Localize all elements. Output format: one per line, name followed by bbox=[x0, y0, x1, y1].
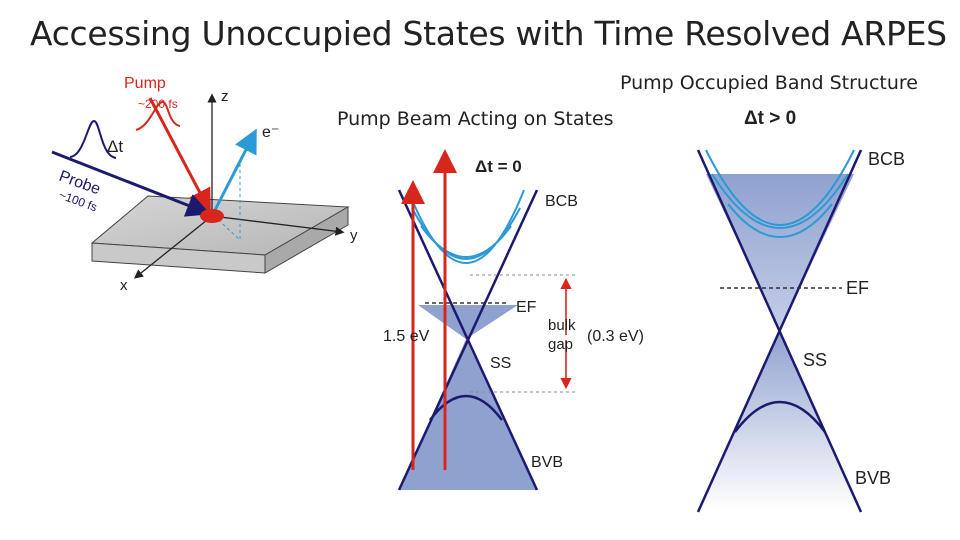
axis-z-label: z bbox=[221, 88, 229, 105]
pump-label: Pump bbox=[124, 75, 166, 92]
probe-pulse-icon bbox=[69, 119, 117, 159]
delay-zero-label: Δt = 0 bbox=[475, 157, 522, 176]
probe-beam-arrow bbox=[51, 150, 211, 217]
y-axis bbox=[211, 215, 345, 236]
ef-label-right: EF bbox=[846, 278, 869, 298]
bcb-curve-inner-right bbox=[727, 203, 833, 238]
bvb-label-right: BVB bbox=[855, 468, 891, 488]
caption-pump-beam: Pump Beam Acting on States bbox=[337, 108, 614, 130]
axis-x-label: x bbox=[120, 277, 128, 294]
electron-arrow bbox=[212, 128, 257, 213]
setup-diagram: z y x Pump ~200 fs Δt Probe ~100 fs e⁻ bbox=[51, 75, 358, 294]
pump-pulse-icon bbox=[135, 101, 181, 131]
occupied-fill-valence bbox=[700, 330, 859, 510]
delay-label: Δt bbox=[107, 137, 123, 156]
bcb-curve-mid-right bbox=[711, 173, 849, 229]
pump-duration: ~200 fs bbox=[138, 97, 178, 111]
bulk-gap-label-2: gap bbox=[548, 336, 573, 353]
bulk-gap-value: (0.3 eV) bbox=[587, 328, 644, 345]
ss-label-left: SS bbox=[490, 355, 511, 372]
ss-label-right: SS bbox=[803, 350, 827, 370]
x-axis bbox=[133, 215, 213, 279]
bcb-label-left: BCB bbox=[545, 193, 578, 210]
occupied-fill-left bbox=[399, 305, 537, 490]
delay-positive-label: Δt > 0 bbox=[744, 108, 796, 129]
bvb-label-left: BVB bbox=[531, 454, 563, 471]
band-diagram-right: Δt > 0 BCB EF SS BVB bbox=[696, 108, 905, 513]
electron-label: e⁻ bbox=[262, 124, 279, 141]
bcb-curve-outer-left bbox=[407, 189, 525, 264]
dirac-cone-line-4 bbox=[696, 149, 863, 513]
bcb-curve-outer-right bbox=[705, 149, 855, 226]
dirac-cone-line-2 bbox=[397, 189, 539, 491]
slide-title: Accessing Unoccupied States with Time Re… bbox=[30, 14, 947, 53]
bvb-curve-left bbox=[429, 394, 503, 421]
photon-energy-label: 1.5 eV bbox=[383, 328, 430, 345]
bvb-curve-right bbox=[734, 400, 826, 433]
beam-spot bbox=[200, 209, 224, 223]
bcb-curve-inner-left bbox=[420, 225, 512, 258]
sample-slab-side bbox=[264, 206, 349, 274]
axis-y-label: y bbox=[350, 227, 358, 244]
band-diagram-left: Δt = 0 BCB EF SS BVB 1.5 eV bulk gap (0.… bbox=[383, 149, 644, 491]
bulk-gap-label-1: bulk bbox=[548, 317, 576, 334]
ef-label-left: EF bbox=[516, 299, 537, 316]
pump-beam-arrow bbox=[148, 97, 211, 214]
bcb-label-right: BCB bbox=[868, 149, 905, 169]
bcb-curve-mid-left bbox=[411, 207, 521, 260]
caption-pump-occupied: Pump Occupied Band Structure bbox=[620, 72, 918, 94]
